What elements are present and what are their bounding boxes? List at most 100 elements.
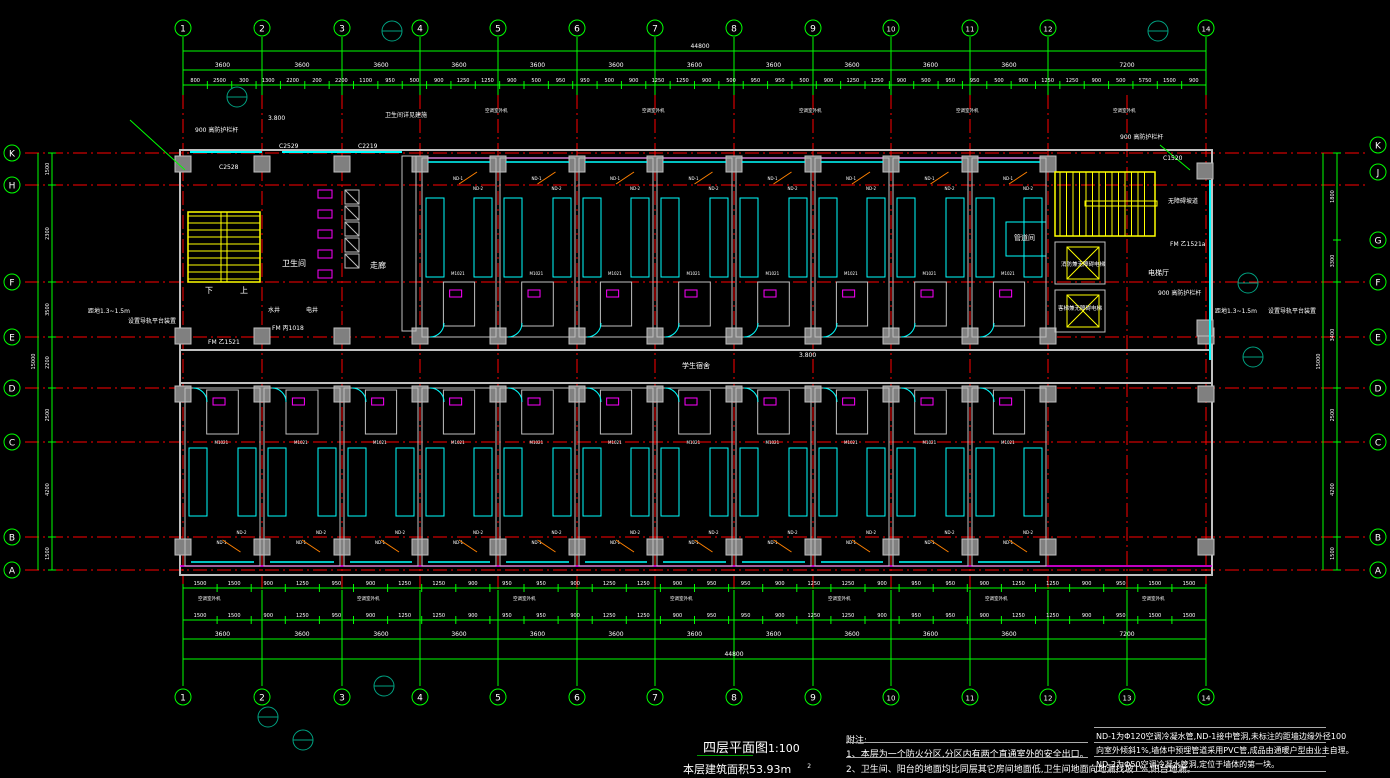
dimension-value: 900 [980, 581, 990, 587]
railing-mid-label: 900 高防护栏杆 [1158, 289, 1201, 297]
column [253, 385, 271, 403]
dimension-value: 3600 [530, 631, 545, 638]
elevator-1-label: 消防兼无障碍电梯 [1061, 260, 1106, 268]
dimension-value: 1500 [194, 613, 207, 619]
nd-note-3: ND-2为Φ50空调冷凝水管洞,定位于墙体的第一块。 [1096, 760, 1280, 769]
leader-line [773, 539, 792, 553]
stair-rail [1084, 200, 1158, 207]
dimension-value: 900 [468, 613, 478, 619]
dimension-value: 1500 [45, 163, 51, 176]
dimension-value: 1250 [1012, 581, 1025, 587]
toilet-fixture [527, 289, 541, 298]
ac-unit-label: 空调室外机 [828, 595, 851, 602]
toilet-fixture [842, 289, 856, 298]
bathroom [521, 389, 554, 435]
shaft-box [344, 205, 360, 221]
dimension-value: 950 [970, 78, 980, 84]
nd-tag: ND-2 [395, 530, 406, 535]
door-tag: M1021 [373, 440, 387, 445]
dimension-value: 1250 [676, 78, 689, 84]
dimension-value: 1250 [603, 581, 616, 587]
toilet-fixture [212, 397, 226, 406]
column [725, 538, 743, 556]
axis-bubble-top-circle [333, 19, 351, 37]
dimension-value: 1500 [1183, 581, 1196, 587]
bed [896, 197, 916, 278]
door-tag: M1021 [844, 440, 858, 445]
bathroom [914, 281, 947, 327]
ac-unit-label: 空调室外机 [985, 595, 1008, 602]
door-swing [586, 322, 602, 338]
axis-bubble-right-circle [1369, 528, 1387, 546]
column [411, 327, 429, 345]
axis-bubble-left-circle [3, 176, 21, 194]
axis-bubble-left: F [9, 279, 14, 289]
column [646, 385, 664, 403]
axis-bubble-top-circle [568, 19, 586, 37]
bed [866, 447, 886, 517]
axis-bubble-left-circle [3, 144, 21, 162]
dimension-value: 900 [877, 581, 887, 587]
axis-bubble-bottom-circle [725, 688, 743, 706]
dorm-room [971, 157, 1047, 338]
dimension-value: 3600 [1001, 631, 1016, 638]
leader-line [1159, 144, 1191, 171]
column [411, 385, 429, 403]
toilet-fixture [999, 397, 1013, 406]
axis-bubble-left-circle [3, 561, 21, 579]
elevator-cross [1066, 294, 1100, 328]
dorm-room [971, 387, 1047, 567]
bathroom [521, 281, 554, 327]
door-fm1018: FM 丙1018 [272, 325, 304, 332]
dimension-value: 900 [263, 613, 273, 619]
door-swing [743, 387, 759, 403]
dimension-value: 1250 [1046, 613, 1059, 619]
dimension-value: 3600 [687, 62, 702, 69]
door-tag: M1021 [451, 440, 465, 445]
column [725, 155, 743, 173]
leader-line [615, 171, 635, 185]
dimension-value: 950 [707, 613, 717, 619]
dimension-value: 900 [1189, 78, 1199, 84]
bed [347, 447, 367, 517]
nd-tag: ND-2 [552, 186, 563, 191]
nd-tag: ND-1 [453, 176, 464, 181]
nd-tag: ND-1 [610, 176, 621, 181]
leader-line [380, 539, 400, 553]
dimension-value: 500 [1116, 78, 1126, 84]
dimension-value: 1500 [228, 581, 241, 587]
nd-tag: ND-1 [610, 540, 621, 545]
dimension-value: 800 [190, 78, 200, 84]
bed [582, 197, 602, 278]
dimension-value: 950 [945, 581, 955, 587]
toilet-fixture [842, 397, 856, 406]
toilet-fixture [317, 209, 333, 219]
dimension-value: 950 [536, 613, 546, 619]
dimension-value: 2200 [45, 356, 51, 369]
axis-bubble-top: 4 [417, 25, 423, 35]
column [1039, 327, 1057, 345]
axis-bubble-left: B [9, 534, 15, 544]
column [804, 155, 822, 173]
dorm-room [656, 387, 733, 567]
dimension-value: 900 [775, 613, 785, 619]
note-item-1: 1、本层为一个防火分区,分区内有两个直通室外的安全出口。 [846, 750, 1089, 760]
column [253, 327, 271, 345]
door-tag: M1021 [294, 440, 308, 445]
dimension-value: 500 [726, 78, 736, 84]
nd-tag: ND-1 [1003, 540, 1014, 545]
nd-tag: ND-1 [768, 176, 779, 181]
dimension-value: 950 [741, 581, 751, 587]
axis-bubble-right: D [1375, 385, 1382, 395]
dimension-value: 900 [1019, 78, 1029, 84]
dimension-value: 950 [556, 78, 566, 84]
dimension-value: 950 [751, 78, 761, 84]
nd-tag: ND-2 [473, 530, 484, 535]
dorm-room [578, 157, 654, 338]
column [646, 538, 664, 556]
leader-line [851, 171, 871, 185]
dimension-value: 500 [799, 78, 809, 84]
axis-bubble-top: 2 [259, 25, 265, 35]
door-tag: M1021 [608, 271, 622, 276]
